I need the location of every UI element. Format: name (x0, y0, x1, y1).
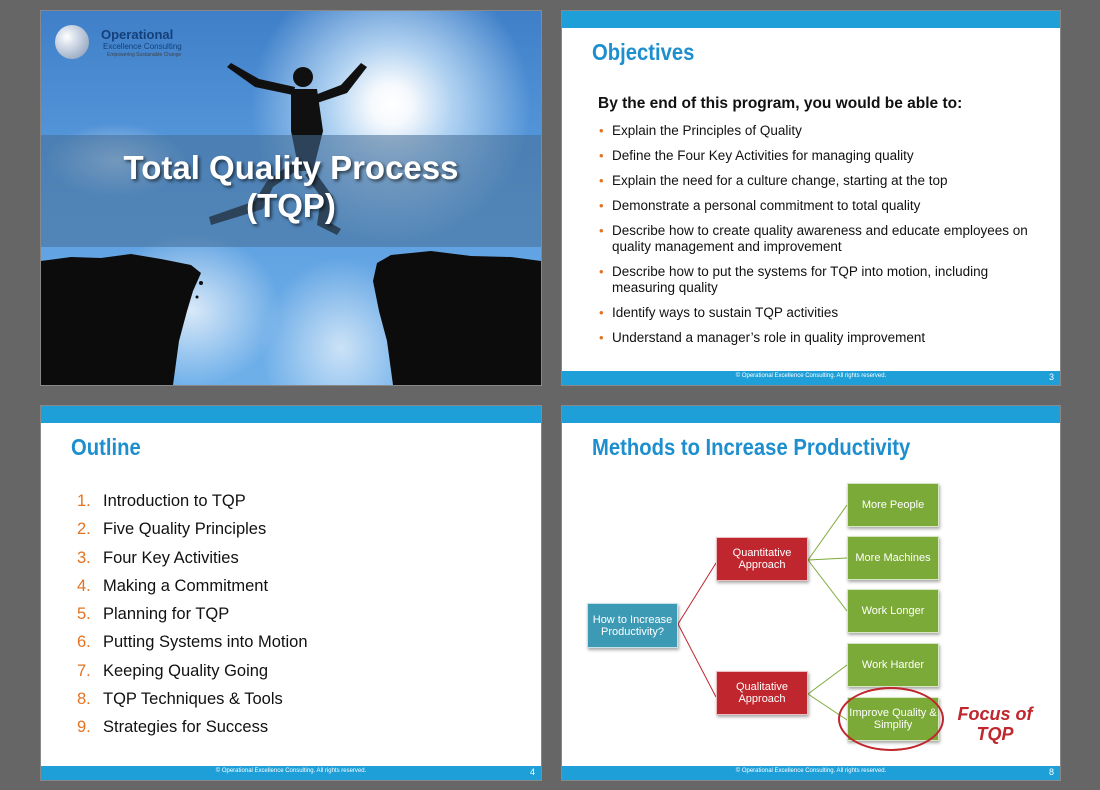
work-harder-node: Work Harder (847, 643, 939, 687)
list-item: •Explain the need for a culture change, … (599, 173, 948, 188)
globe-icon (55, 25, 89, 59)
footer-copyright: © Operational Excellence Consulting. All… (735, 373, 887, 379)
item-number: 4. (77, 576, 91, 595)
bullet-icon: • (599, 330, 604, 345)
more-people-node: More People (847, 483, 939, 527)
work-longer-node: Work Longer (847, 589, 939, 633)
logo-tagline: Empowering Sustainable Change (107, 52, 182, 58)
slide-objectives[interactable]: Objectives By the end of this program, y… (561, 10, 1061, 386)
company-logo: Operational Excellence Consulting Empowe… (55, 25, 205, 65)
list-item: •Identify ways to sustain TQP activities (599, 305, 839, 320)
objectives-list: •Explain the Principles of Quality •Defi… (598, 123, 1038, 355)
list-item: 8.TQP Techniques & Tools (77, 690, 283, 709)
list-item: •Describe how to put the systems for TQP… (599, 264, 989, 295)
qualitative-node: Qualitative Approach (716, 671, 808, 715)
root-node: How to Increase Productivity? (587, 603, 678, 648)
list-item: 3.Four Key Activities (77, 548, 239, 567)
top-bar (41, 406, 541, 423)
list-item: 7.Keeping Quality Going (77, 661, 269, 680)
bullet-icon: • (599, 264, 604, 279)
tree-connectors (677, 504, 848, 721)
slide-heading: Methods to Increase Productivity (592, 434, 911, 460)
focus-label: Focus of TQP (957, 704, 1033, 744)
footer-bar: © Operational Excellence Consulting. All… (562, 371, 1060, 385)
item-number: 9. (77, 718, 91, 737)
slide-title[interactable]: Total Quality Process (TQP) Operational … (40, 10, 542, 386)
item-number: 1. (77, 492, 91, 510)
item-number: 6. (77, 633, 91, 652)
outline-list: 1.Introduction to TQP 2.Five Quality Pri… (77, 491, 308, 746)
page-number: 3 (1048, 372, 1054, 382)
page-number: 4 (529, 767, 535, 777)
bullet-icon: • (599, 123, 604, 138)
slide-heading: Outline (71, 434, 141, 460)
slide-heading: Objectives (592, 39, 695, 65)
list-item: 4.Making a Commitment (77, 576, 269, 595)
bullet-icon: • (599, 148, 604, 163)
list-item: •Explain the Principles of Quality (599, 123, 802, 138)
footer-bar: © Operational Excellence Consulting. All… (562, 766, 1060, 780)
footer-bar: © Operational Excellence Consulting. All… (41, 766, 541, 780)
logo-name: Operational (101, 27, 174, 42)
list-item: •Define the Four Key Activities for mana… (599, 148, 914, 163)
quantitative-node: Quantitative Approach (716, 537, 808, 581)
more-machines-node: More Machines (847, 536, 939, 580)
list-item: 5.Planning for TQP (77, 605, 230, 624)
title-band (41, 135, 541, 247)
slide-methods[interactable]: Methods to Increase Productivity How to … (561, 405, 1061, 781)
page-number: 8 (1048, 767, 1054, 777)
item-number: 8. (77, 690, 91, 709)
list-item: 1.Introduction to TQP (77, 492, 246, 510)
bullet-icon: • (599, 223, 604, 238)
footer-copyright: © Operational Excellence Consulting. All… (735, 768, 887, 774)
list-item: •Describe how to create quality awarenes… (599, 223, 1028, 254)
highlight-circle (838, 687, 944, 751)
item-number: 5. (77, 605, 91, 624)
item-number: 3. (77, 548, 91, 567)
top-bar (562, 406, 1060, 423)
list-item: 9.Strategies for Success (77, 718, 269, 737)
title-line-2: (TQP) (246, 187, 336, 224)
list-item: •Understand a manager’s role in quality … (599, 330, 926, 345)
list-item: 6.Putting Systems into Motion (77, 633, 308, 652)
list-item: •Demonstrate a personal commitment to to… (599, 198, 921, 213)
bullet-icon: • (599, 173, 604, 188)
bullet-icon: • (599, 305, 604, 320)
objectives-lead: By the end of this program, you would be… (598, 95, 963, 112)
item-number: 2. (77, 520, 91, 539)
item-number: 7. (77, 661, 91, 680)
slide-outline[interactable]: Outline 1.Introduction to TQP 2.Five Qua… (40, 405, 542, 781)
list-item: 2.Five Quality Principles (77, 520, 267, 539)
bullet-icon: • (599, 198, 604, 213)
slide-main-title: Total Quality Process (TQP) (41, 149, 541, 225)
top-bar (562, 11, 1060, 28)
footer-copyright: © Operational Excellence Consulting. All… (215, 768, 367, 774)
title-line-1: Total Quality Process (123, 149, 459, 186)
logo-subtitle: Excellence Consulting (103, 42, 182, 51)
